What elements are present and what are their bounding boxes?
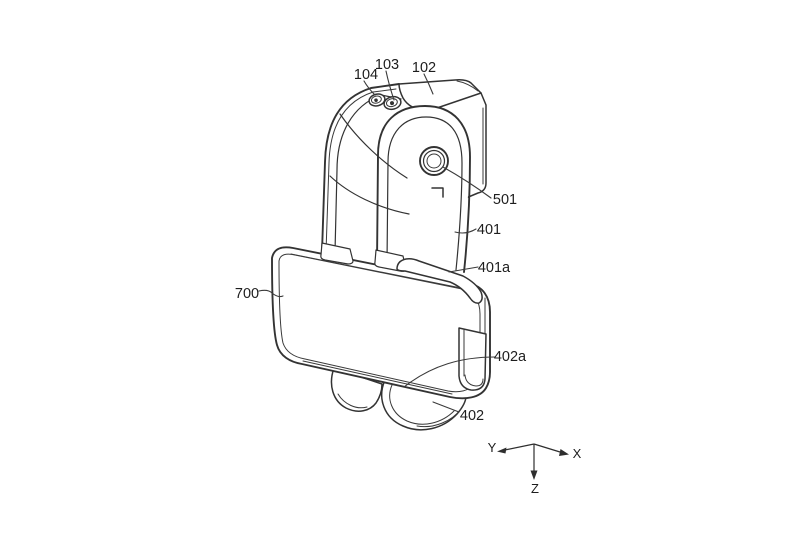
leader-501 xyxy=(442,166,492,199)
body-top-face xyxy=(398,79,482,111)
tab-curl xyxy=(464,374,484,387)
top-button-103 xyxy=(383,95,402,111)
right-arm-tab xyxy=(458,327,487,391)
corner-detail xyxy=(431,187,444,198)
axis-label-z: Z xyxy=(531,481,539,496)
hook-right-inner xyxy=(389,384,455,425)
front-arch-401 xyxy=(376,105,471,273)
hook-left-inner xyxy=(337,393,368,409)
axis-label-x: X xyxy=(573,446,582,461)
button-104-inner xyxy=(370,95,382,104)
part-label-401: 401 xyxy=(477,222,501,238)
axis-y-line xyxy=(504,443,535,451)
arch-fill xyxy=(377,106,470,272)
plate-bottom-thickness-line xyxy=(302,360,453,395)
part-label-401a: 401a xyxy=(478,260,511,276)
axis-x-line xyxy=(533,443,561,453)
axis-y-arrowhead xyxy=(497,447,507,454)
part-label-402a: 402a xyxy=(494,349,527,365)
leader-lines xyxy=(258,70,496,413)
leader-401 xyxy=(454,228,477,234)
part-labels: 104 103 102 501 401 401a 700 402a 402 xyxy=(235,57,527,424)
leader-402a xyxy=(403,356,496,388)
arch-outer-edge xyxy=(376,105,471,273)
axis-triad: Y X Z xyxy=(488,440,582,496)
camera-lens-501 xyxy=(419,146,449,176)
lens-inner-ring xyxy=(426,153,442,169)
part-label-402: 402 xyxy=(460,408,484,424)
leader-402 xyxy=(432,401,460,413)
side-surface-contours xyxy=(329,113,444,215)
body-bevel-line xyxy=(456,80,479,92)
lens-mid-ring xyxy=(422,149,446,173)
camera-body-102 xyxy=(398,79,487,199)
leader-102 xyxy=(423,73,434,95)
band-outer-contour xyxy=(321,83,400,253)
lens-outer-ring xyxy=(419,146,449,176)
arch-inner-edge xyxy=(386,116,463,271)
button-103-inner xyxy=(385,98,398,108)
leader-401a xyxy=(448,266,479,273)
hook-left-outline xyxy=(330,367,383,412)
contour-lower xyxy=(329,175,410,215)
part-label-103: 103 xyxy=(375,57,399,73)
axis-x-arrowhead xyxy=(559,449,569,456)
part-label-104: 104 xyxy=(354,67,378,83)
leader-103 xyxy=(385,70,395,101)
saddle-outline xyxy=(396,258,483,304)
leader-104 xyxy=(363,80,376,96)
plate-top-rail-line xyxy=(290,253,462,289)
arm-end-saddle-401a xyxy=(396,258,483,304)
part-label-102: 102 xyxy=(412,60,436,76)
part-label-501: 501 xyxy=(493,192,517,208)
tab-outline xyxy=(458,327,487,391)
body-right-face xyxy=(465,92,487,199)
part-label-700: 700 xyxy=(235,286,259,302)
button-103-dot xyxy=(390,101,395,106)
axis-label-y: Y xyxy=(488,440,497,455)
contour-upper xyxy=(339,113,408,179)
band-mid-line xyxy=(325,88,397,253)
axis-z-arrowhead xyxy=(530,470,538,480)
button-104-dot xyxy=(374,98,378,103)
leader-700 xyxy=(258,289,284,298)
arm-foot-left xyxy=(320,242,354,265)
top-button-104 xyxy=(368,93,386,107)
